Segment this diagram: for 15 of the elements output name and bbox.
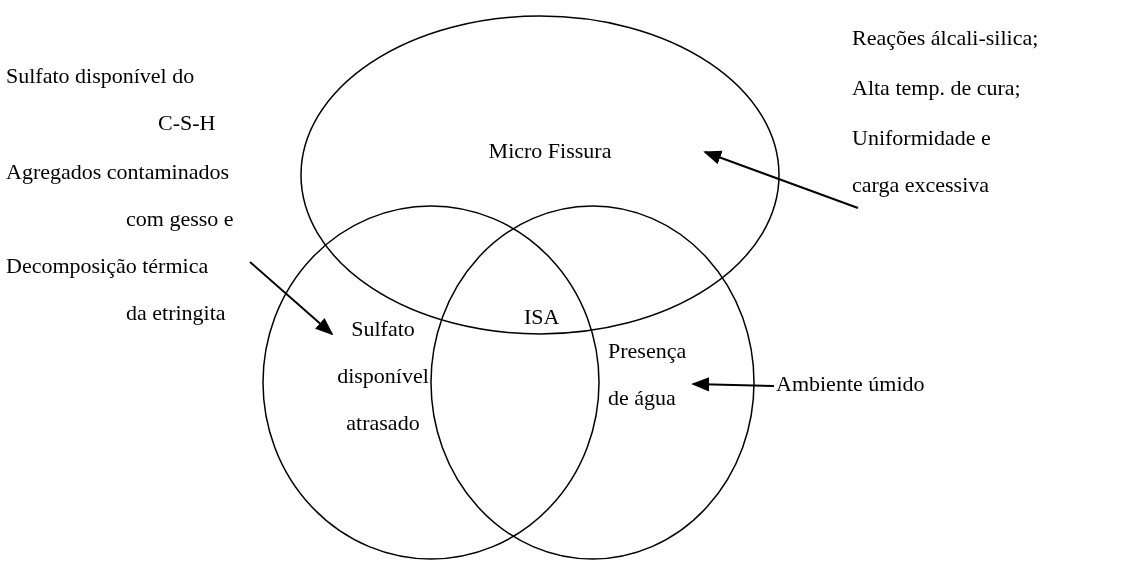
region-label: Presença de água bbox=[608, 337, 688, 412]
note-text: Ambiente úmido bbox=[776, 370, 926, 398]
note-text: Decomposição térmica da etringita bbox=[6, 252, 227, 327]
note-text: Alta temp. de cura; bbox=[852, 74, 1022, 102]
region-label: ISA bbox=[524, 304, 560, 330]
note-text: Reações álcali-silica; bbox=[852, 24, 1040, 52]
region-label: Sulfato disponível atrasado bbox=[336, 315, 430, 437]
arrow bbox=[249, 261, 334, 336]
venn-circle bbox=[430, 205, 755, 560]
arrow bbox=[691, 377, 775, 392]
venn-circle bbox=[300, 15, 780, 335]
region-label: Micro Fissura bbox=[487, 137, 613, 165]
arrow bbox=[703, 150, 859, 209]
note-text: Uniformidade e carga excessiva bbox=[852, 124, 992, 199]
venn-circle bbox=[262, 205, 600, 560]
